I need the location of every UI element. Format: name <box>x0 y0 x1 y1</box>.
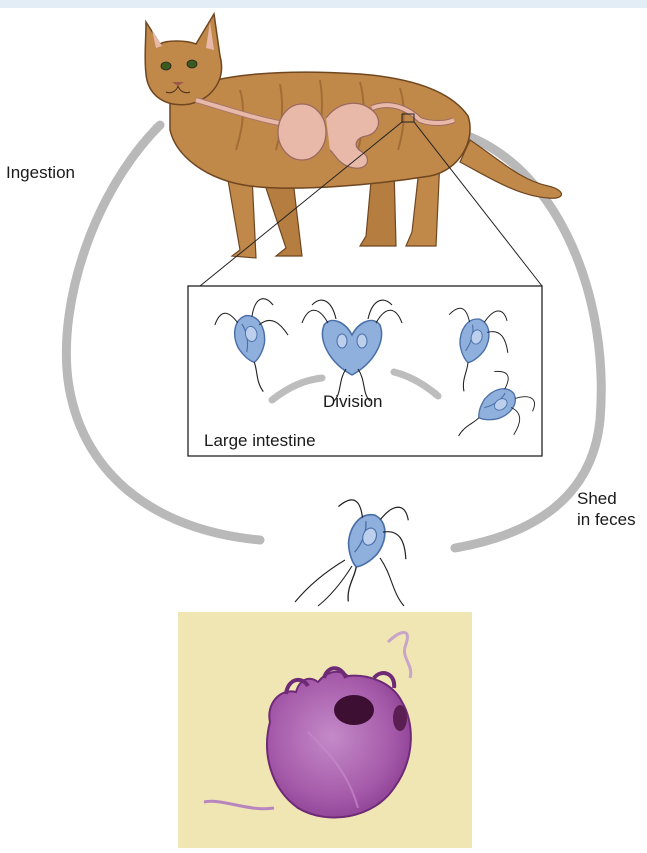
shed-in-feces-label: Shed in feces <box>577 488 636 530</box>
micrograph-image <box>178 612 472 848</box>
large-intestine-label: Large intestine <box>204 431 316 451</box>
ingestion-label: Ingestion <box>6 163 75 183</box>
stained-trophozoite-micrograph <box>178 612 472 848</box>
cat-illustration <box>145 14 561 258</box>
shed-label-line2: in feces <box>577 509 636 530</box>
shed-flagella <box>295 558 404 606</box>
division-label: Division <box>323 392 383 412</box>
shed-label-line1: Shed <box>577 488 636 509</box>
shed-trophozoite-icon <box>309 487 422 615</box>
